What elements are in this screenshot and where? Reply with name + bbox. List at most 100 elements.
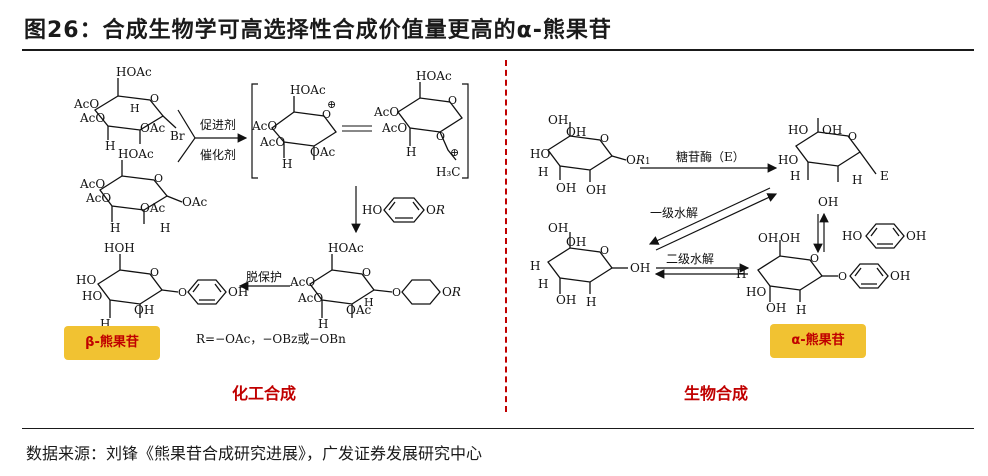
structure-dioxolenium xyxy=(397,82,463,161)
svg-text:E: E xyxy=(880,169,889,183)
enzyme-label: 糖苷酶（E） xyxy=(676,150,745,164)
svg-text:OH: OH xyxy=(566,235,586,249)
svg-text:OH: OH xyxy=(556,181,576,195)
structure-beta-arbutin xyxy=(97,254,227,318)
svg-text:HOAc: HOAc xyxy=(118,147,154,161)
title-rule xyxy=(22,49,974,51)
svg-text:H: H xyxy=(852,173,862,187)
svg-text:AcO: AcO xyxy=(79,111,105,125)
structure-protected-glycoside xyxy=(309,254,441,318)
svg-text:OH: OH xyxy=(822,123,842,137)
svg-text:O: O xyxy=(322,108,331,121)
svg-text:AcO: AcO xyxy=(259,135,285,149)
structure-glucose xyxy=(547,232,628,294)
svg-text:OAc: OAc xyxy=(310,145,336,159)
svg-text:O: O xyxy=(810,252,819,265)
svg-text:HO: HO xyxy=(842,229,862,243)
svg-text:H: H xyxy=(105,139,115,153)
svg-text:AcO: AcO xyxy=(251,119,277,133)
svg-text:OAc: OAc xyxy=(182,195,208,209)
svg-text:HO: HO xyxy=(82,289,102,303)
alpha-arbutin-badge: α-熊果苷 xyxy=(770,324,866,358)
svg-text:HOH: HOH xyxy=(104,241,135,255)
svg-text:AcO: AcO xyxy=(85,191,111,205)
r-group-note: R=−OAc，−OBz或−OBn xyxy=(196,332,346,346)
svg-text:HO: HO xyxy=(530,147,550,161)
svg-text:H: H xyxy=(100,317,110,331)
svg-text:OAc: OAc xyxy=(140,121,166,135)
svg-text:O: O xyxy=(154,172,163,185)
structure-oxocarbenium xyxy=(271,96,337,160)
svg-text:HOAc: HOAc xyxy=(416,69,452,83)
svg-text:O: O xyxy=(600,244,609,257)
structure-glycosyl-bromide xyxy=(94,78,177,144)
svg-text:AcO: AcO xyxy=(79,177,105,191)
svg-text:OH: OH xyxy=(566,125,586,139)
svg-text:H: H xyxy=(538,165,548,179)
svg-text:HO: HO xyxy=(76,273,96,287)
svg-text:O: O xyxy=(150,266,159,279)
structure-glycosyl-enzyme xyxy=(795,118,877,182)
svg-text:O: O xyxy=(448,94,457,107)
reagent-hydroquinone xyxy=(865,223,905,249)
catalyst-label: 催化剂 xyxy=(200,148,237,162)
svg-text:HO: HO xyxy=(778,153,798,167)
svg-text:HO: HO xyxy=(788,123,808,137)
svg-text:AcO: AcO xyxy=(297,291,323,305)
svg-text:OH: OH xyxy=(228,285,248,299)
svg-text:O: O xyxy=(838,270,847,283)
svg-text:H: H xyxy=(130,102,140,115)
structure-donor-glycoside xyxy=(547,122,627,182)
beta-arbutin-badge: β-熊果苷 xyxy=(64,326,160,360)
chemical-synthesis-caption: 化工合成 xyxy=(232,384,297,403)
svg-text:HO: HO xyxy=(746,285,766,299)
panel-divider xyxy=(505,60,507,412)
svg-text:HOAc: HOAc xyxy=(328,241,364,255)
svg-text:O: O xyxy=(150,92,159,105)
biosynthesis-caption: 生物合成 xyxy=(684,384,749,403)
svg-text:OH: OH xyxy=(134,303,154,317)
svg-text:H: H xyxy=(586,295,596,309)
svg-text:OR: OR xyxy=(442,285,461,299)
svg-text:OH: OH xyxy=(630,261,650,275)
svg-text:H: H xyxy=(790,169,800,183)
source-note: 数据来源：刘锋《熊果苷合成研究进展》，广发证券发展研究中心 xyxy=(26,444,483,463)
hydrolysis-1-label: 一级水解 xyxy=(650,206,699,220)
hydrolysis-2-label: 二级水解 xyxy=(666,252,715,266)
deprotection-label: 脱保护 xyxy=(246,270,283,284)
svg-text:AcO: AcO xyxy=(73,97,99,111)
svg-text:H: H xyxy=(538,277,548,291)
svg-text:OH: OH xyxy=(586,183,606,197)
svg-text:OR1: OR1 xyxy=(626,153,651,167)
svg-text:OH: OH xyxy=(548,221,568,235)
svg-text:OAc: OAc xyxy=(140,201,166,215)
svg-text:H: H xyxy=(282,157,292,171)
svg-text:O: O xyxy=(362,266,371,279)
svg-text:OH: OH xyxy=(556,293,576,307)
reagent-hydroquinone-ether xyxy=(383,197,425,223)
structure-alpha-arbutin xyxy=(757,240,889,302)
svg-text:H: H xyxy=(796,303,806,317)
svg-text:O: O xyxy=(848,130,857,143)
svg-text:⊕: ⊕ xyxy=(327,98,336,111)
svg-text:H: H xyxy=(364,296,374,309)
svg-text:O: O xyxy=(436,130,445,143)
source-rule xyxy=(22,428,974,429)
svg-text:H: H xyxy=(160,221,170,235)
svg-text:H: H xyxy=(110,221,120,235)
svg-text:Br: Br xyxy=(170,129,185,143)
svg-text:OH: OH xyxy=(780,231,800,245)
svg-text:O: O xyxy=(178,286,187,299)
svg-text:H: H xyxy=(318,317,328,331)
svg-text:OH: OH xyxy=(548,113,568,127)
svg-text:O: O xyxy=(600,132,609,145)
promoter-label: 促进剂 xyxy=(200,118,237,132)
svg-text:AcO: AcO xyxy=(289,275,315,289)
svg-text:⊕: ⊕ xyxy=(450,146,459,159)
svg-text:OH: OH xyxy=(766,301,786,315)
svg-text:HOAc: HOAc xyxy=(116,65,152,79)
svg-text:HO: HO xyxy=(362,203,382,217)
svg-text:H: H xyxy=(736,267,746,281)
structure-pentaacetyl-glucose xyxy=(99,160,183,224)
